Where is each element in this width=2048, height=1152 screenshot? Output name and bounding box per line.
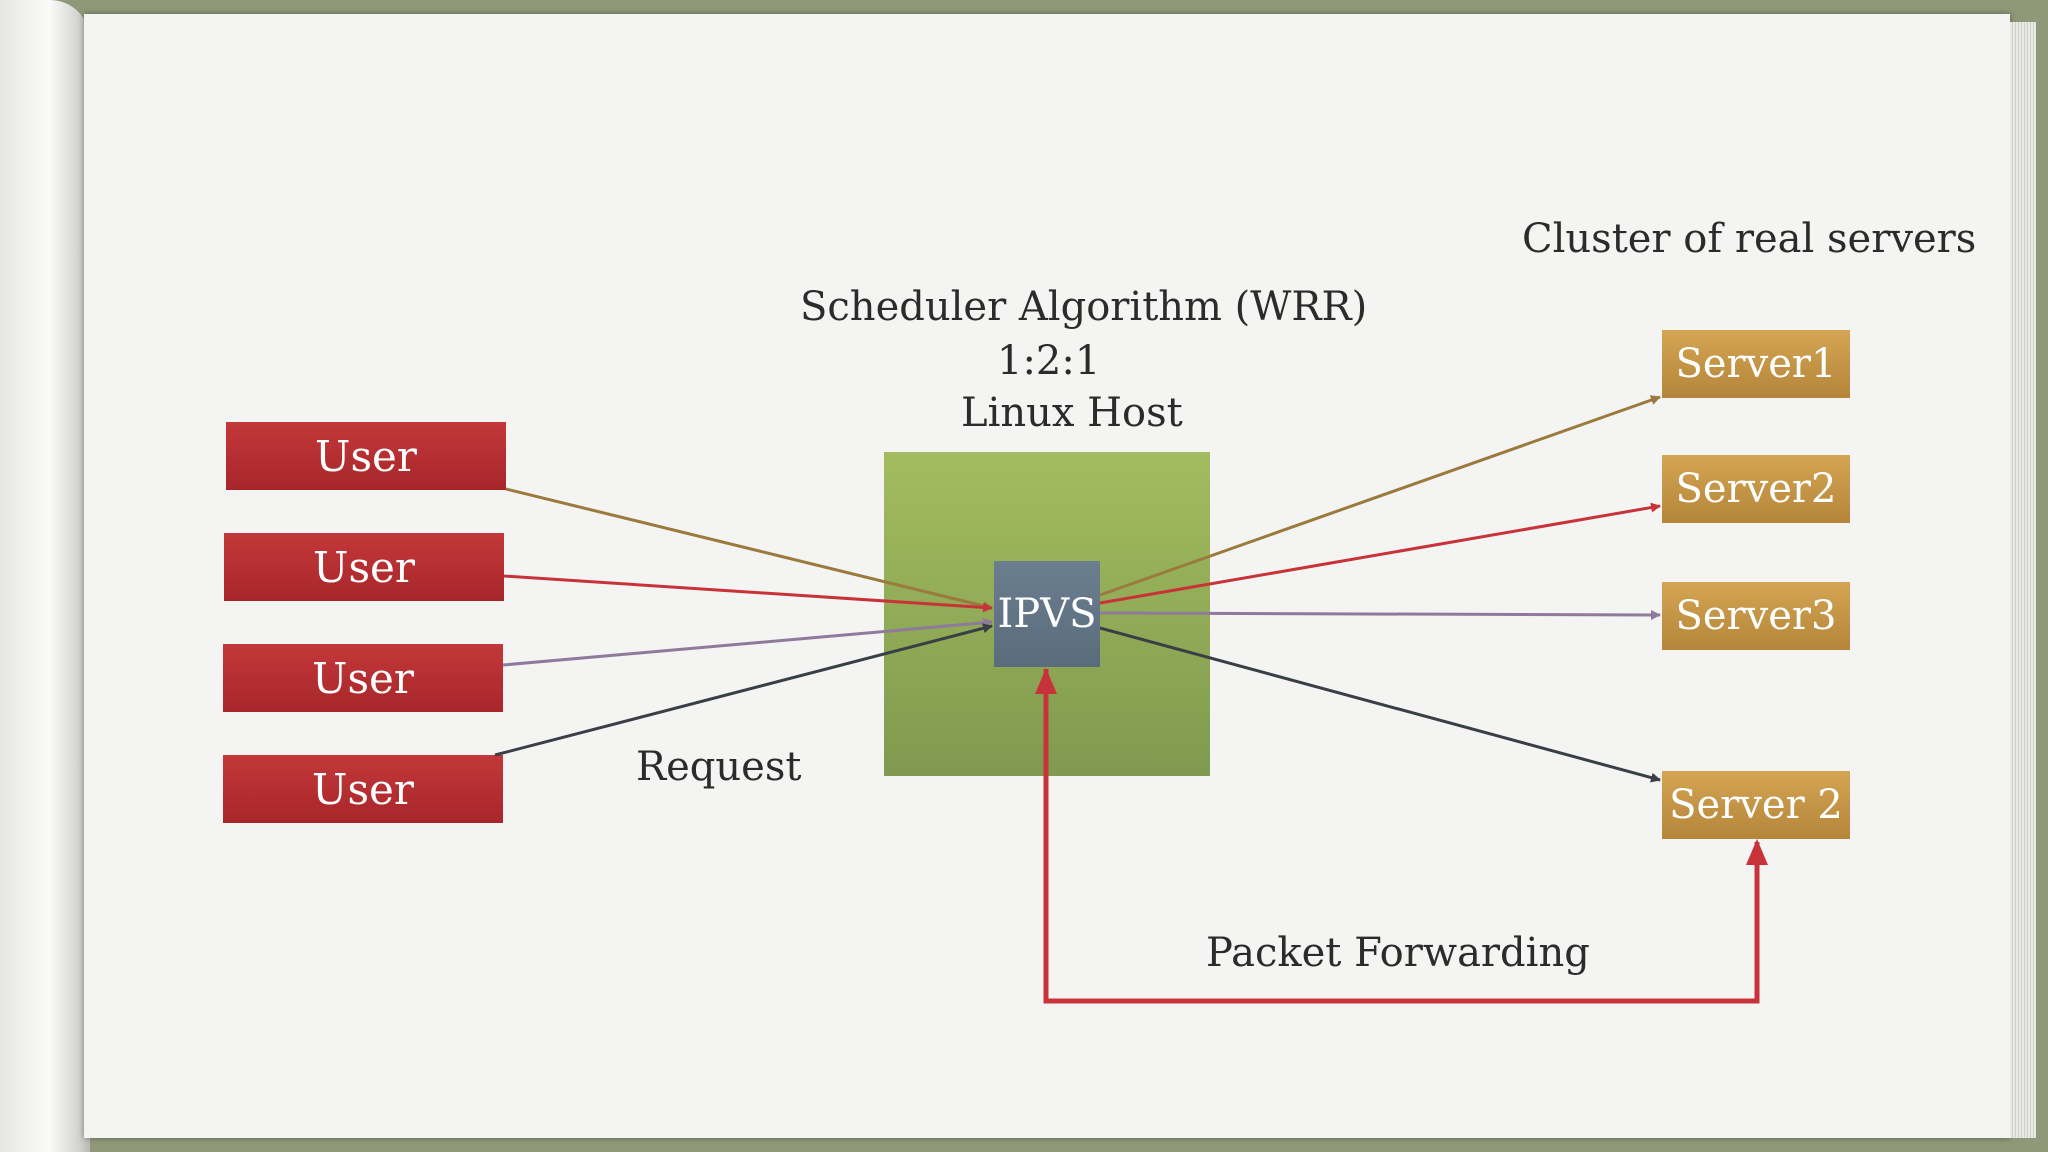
arrow-ipvs-server3 — [1099, 609, 1661, 620]
arrow-ipvs-server2 — [1099, 502, 1661, 605]
arrow-user3-ipvs — [502, 617, 993, 667]
ratio-label: 1:2:1 — [997, 338, 1101, 384]
host-label: Linux Host — [961, 390, 1183, 436]
packet-forwarding-path — [1043, 669, 1760, 1004]
book-spine — [0, 0, 90, 1152]
server-box-4: Server 2 — [1662, 771, 1850, 839]
server-box-3: Server3 — [1662, 582, 1850, 650]
arrow-ipvs-server1 — [1099, 395, 1661, 597]
forwarding-arrowhead-ipvs — [1035, 668, 1057, 694]
request-label: Request — [636, 744, 802, 790]
user-box-4: User — [223, 755, 503, 823]
arrow-user1-ipvs — [505, 487, 993, 611]
scheduler-label: Scheduler Algorithm (WRR) — [800, 284, 1368, 330]
user-box-2: User — [224, 533, 504, 601]
user-box-1: User — [226, 422, 506, 490]
server-box-2: Server2 — [1662, 455, 1850, 523]
arrow-user4-ipvs — [494, 623, 993, 757]
packet-forwarding-label: Packet Forwarding — [1206, 930, 1590, 976]
server-box-1: Server1 — [1662, 330, 1850, 398]
cluster-label: Cluster of real servers — [1522, 216, 1977, 262]
page-edge — [2010, 22, 2036, 1138]
arrow-ipvs-server4 — [1099, 626, 1661, 783]
forwarding-arrowhead-server — [1746, 839, 1768, 865]
user-box-3: User — [223, 644, 503, 712]
ipvs-box: IPVS — [994, 561, 1100, 667]
arrow-user2-ipvs — [503, 574, 993, 613]
